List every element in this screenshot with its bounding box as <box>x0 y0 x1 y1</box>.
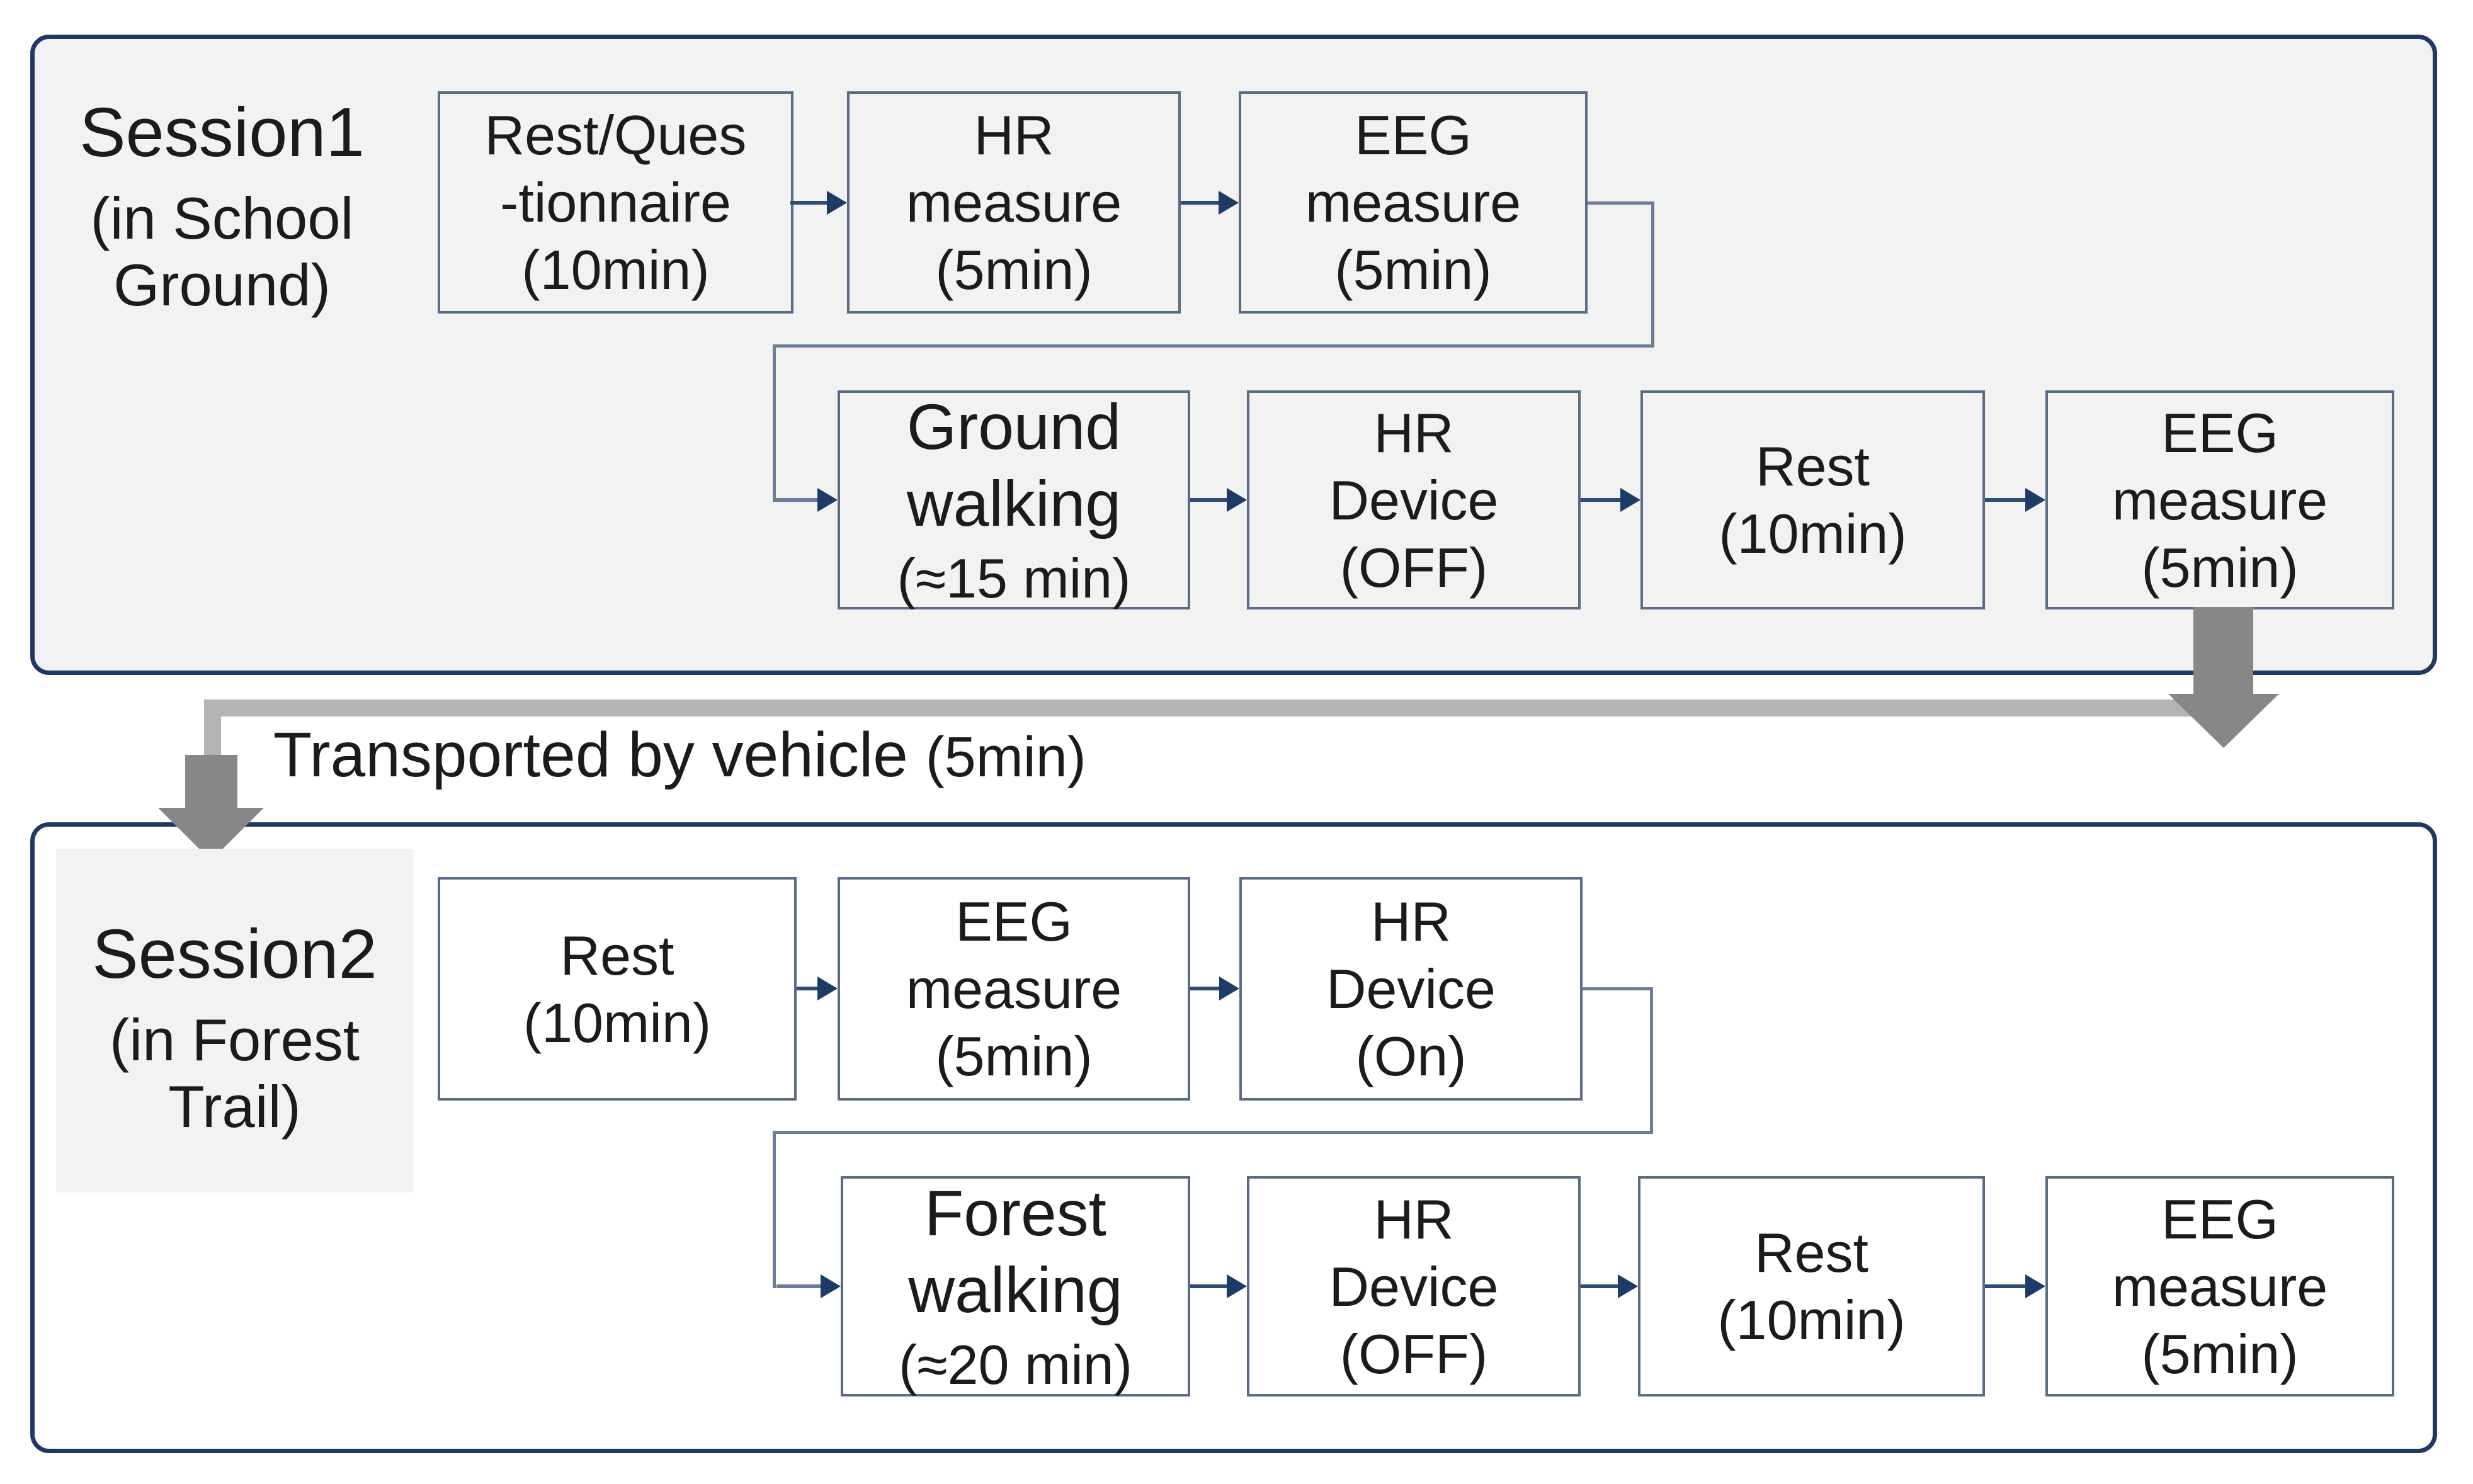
flow-arrow-icon <box>1985 486 2045 514</box>
step-eeg-measure-box: EEG measure (5min) <box>838 877 1190 1101</box>
session2-subtitle-line1: (in Forest <box>110 1007 360 1073</box>
step-rest-box: Rest (10min) <box>438 877 797 1101</box>
session2-title: Session2 <box>92 915 377 993</box>
step-line: Rest <box>1754 1221 1868 1284</box>
step-line: Rest/Ques <box>484 104 747 166</box>
step-rest-box: Rest (10min) <box>1640 390 1985 609</box>
step-line: EEG <box>955 890 1072 953</box>
flow-arrow-icon <box>1985 1272 2045 1300</box>
transport-bar <box>204 700 2226 717</box>
step-line: measure <box>2112 1255 2328 1318</box>
step-line: (≈15 min) <box>897 547 1131 609</box>
elbow-connector <box>773 344 1654 348</box>
session1-panel <box>30 35 2437 675</box>
transport-label: Transported by vehicle (5min) <box>273 720 1086 793</box>
transport-duration: (5min) <box>925 726 1086 789</box>
flow-arrow-icon <box>790 189 847 217</box>
step-line: EEG <box>1355 104 1472 166</box>
step-ground-walking-box: Ground walking (≈15 min) <box>838 390 1190 609</box>
step-line: measure <box>2112 468 2328 531</box>
step-line: (10min) <box>521 239 710 301</box>
step-line: HR <box>974 104 1054 166</box>
step-rest-box: Rest (10min) <box>1638 1176 1985 1396</box>
step-line: HR <box>1370 890 1452 953</box>
flow-arrow-icon <box>1581 486 1640 514</box>
flow-arrow-icon <box>797 975 838 1002</box>
elbow-connector <box>1650 987 1653 1134</box>
step-line: (5min) <box>1334 239 1492 301</box>
step-line: -tionnaire <box>500 171 731 234</box>
session2-label-background <box>56 849 413 1192</box>
step-line: Forest <box>924 1177 1107 1249</box>
step-line: (10min) <box>1719 502 1907 565</box>
transport-down-arrow-head-icon <box>2168 694 2279 748</box>
step-eeg-measure-box: EEG measure (5min) <box>1239 91 1588 314</box>
session2-subtitle-line2: Trail) <box>168 1073 301 1140</box>
session1-label: Session1 (in School Ground) <box>60 94 384 319</box>
step-forest-walking-box: Forest walking (≈20 min) <box>841 1176 1190 1396</box>
session1-subtitle-line1: (in School <box>90 185 354 251</box>
step-line: walking <box>908 1254 1123 1326</box>
elbow-connector <box>773 1131 776 1288</box>
step-hr-device-on-box: HR Device (On) <box>1239 877 1583 1101</box>
session2-panel <box>30 822 2437 1453</box>
step-line: Rest <box>560 924 674 987</box>
flow-arrow-icon <box>1190 975 1239 1002</box>
step-line: (10min) <box>1717 1289 1906 1351</box>
step-eeg-measure-box: EEG measure (5min) <box>2045 1176 2394 1396</box>
step-line: walking <box>906 468 1122 540</box>
step-line: HR <box>1373 1187 1454 1250</box>
flow-arrow-icon <box>1190 486 1247 514</box>
step-line: (10min) <box>523 991 712 1054</box>
step-line: Rest <box>1756 435 1870 497</box>
step-line: EEG <box>2161 1187 2278 1250</box>
step-line: Device <box>1326 958 1496 1020</box>
step-hr-device-off-box: HR Device (OFF) <box>1247 390 1581 609</box>
session2-label: Session2 (in Forest Trail) <box>56 916 413 1140</box>
step-line: (5min) <box>2141 1322 2299 1385</box>
session1-subtitle: (in School Ground) <box>60 185 384 319</box>
step-line: Device <box>1329 1255 1499 1318</box>
step-line: (5min) <box>2141 536 2299 599</box>
step-line: (5min) <box>935 1025 1093 1087</box>
step-line: (On) <box>1355 1025 1467 1087</box>
flow-arrow-icon <box>776 1272 841 1300</box>
transport-bar-corner <box>204 700 221 756</box>
step-line: (5min) <box>935 239 1093 301</box>
session2-subtitle: (in Forest Trail) <box>56 1007 413 1140</box>
flow-arrow-icon <box>1181 189 1239 217</box>
elbow-connector <box>1583 987 1653 990</box>
step-line: measure <box>1305 171 1521 234</box>
step-line: measure <box>906 171 1122 234</box>
step-hr-device-off-box: HR Device (OFF) <box>1247 1176 1581 1396</box>
flow-arrow-icon <box>1581 1272 1638 1300</box>
flow-arrow-icon <box>775 486 838 514</box>
step-line: (OFF) <box>1339 1322 1488 1385</box>
transport-down-arrow-icon <box>2193 607 2253 695</box>
elbow-connector <box>1588 201 1654 205</box>
step-rest-questionnaire-box: Rest/Ques -tionnaire (10min) <box>438 91 793 314</box>
transport-label-text: Transported by vehicle <box>273 720 926 790</box>
step-line: (≈20 min) <box>898 1334 1133 1396</box>
step-line: (OFF) <box>1339 536 1488 599</box>
step-line: EEG <box>2161 401 2278 464</box>
session1-title: Session1 <box>79 94 365 171</box>
step-eeg-measure-box: EEG measure (5min) <box>2045 390 2394 609</box>
elbow-connector <box>773 344 776 502</box>
session1-subtitle-line2: Ground) <box>113 252 331 318</box>
transport-down-arrow-icon <box>185 755 237 809</box>
step-line: HR <box>1373 401 1454 464</box>
step-line: Ground <box>906 391 1122 463</box>
elbow-connector <box>773 1131 1653 1134</box>
elbow-connector <box>1651 201 1654 348</box>
flow-arrow-icon <box>1190 1272 1247 1300</box>
step-line: Device <box>1329 468 1499 531</box>
step-hr-measure-box: HR measure (5min) <box>847 91 1181 314</box>
step-line: measure <box>906 958 1122 1020</box>
